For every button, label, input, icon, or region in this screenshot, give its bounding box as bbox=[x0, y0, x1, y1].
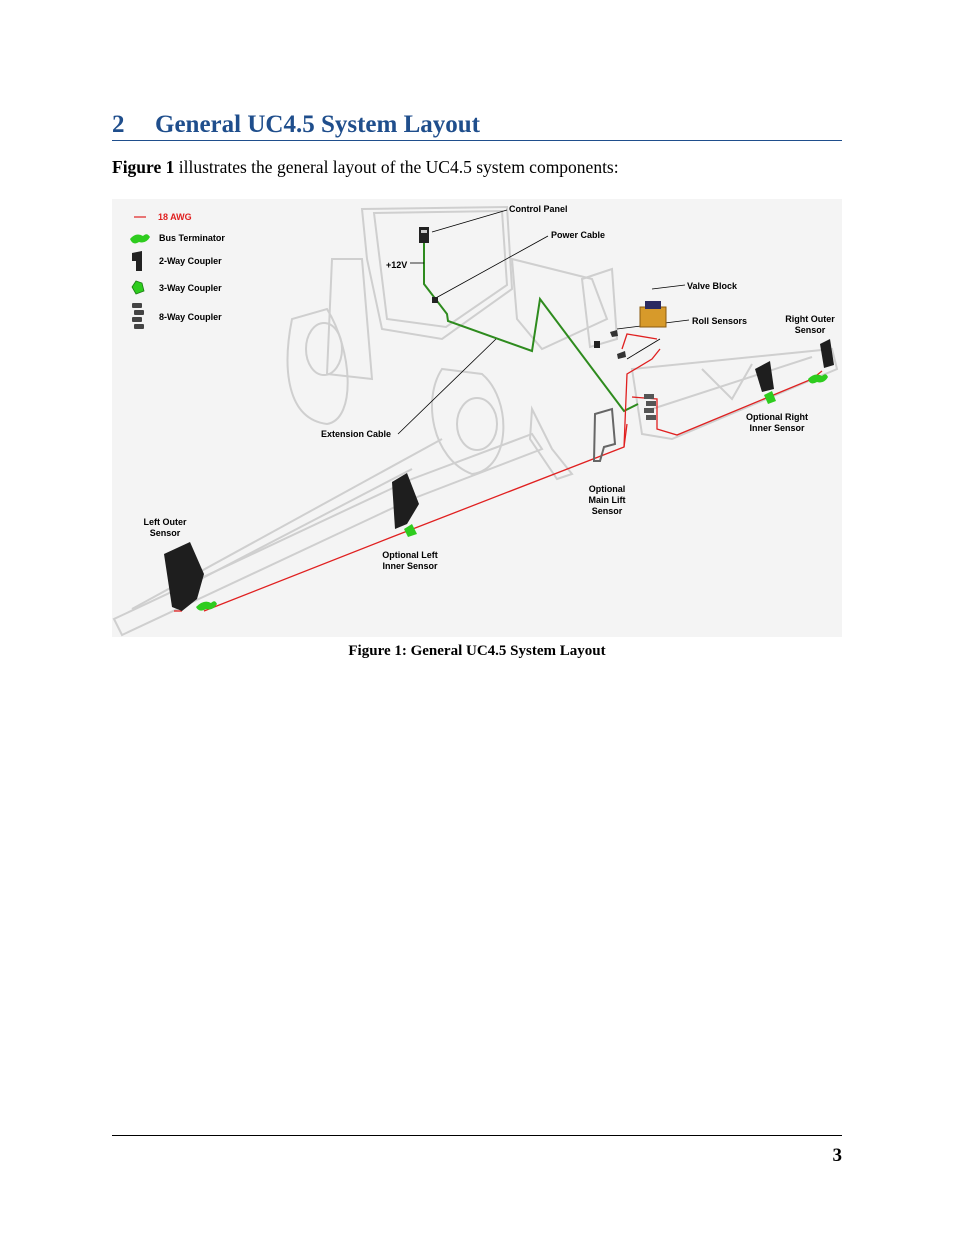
legend-label: 8-Way Coupler bbox=[159, 312, 222, 322]
page-number: 3 bbox=[833, 1145, 843, 1167]
label-right-outer-sensor: Sensor bbox=[795, 325, 826, 335]
legend-label: 3-Way Coupler bbox=[159, 283, 222, 293]
figure-reference[interactable]: Figure 1 bbox=[112, 157, 174, 177]
label-optional-main-lift-sensor: Sensor bbox=[592, 506, 623, 516]
label-optional-left-inner-sensor: Optional Left bbox=[382, 550, 438, 560]
label-control-panel: Control Panel bbox=[509, 204, 568, 214]
label-optional-right-inner-sensor: Inner Sensor bbox=[749, 423, 805, 433]
legend-label: Bus Terminator bbox=[159, 233, 225, 243]
system-layout-figure: 18 AWG Bus Terminator 2-Way Coupler 3-Wa… bbox=[112, 199, 842, 637]
power-cable-connector-icon bbox=[432, 297, 438, 303]
label-left-outer-sensor: Left Outer bbox=[143, 517, 186, 527]
label-optional-right-inner-sensor: Optional Right bbox=[746, 412, 808, 422]
section-heading: 2 General UC4.5 System Layout bbox=[112, 110, 842, 141]
legend-label: 2-Way Coupler bbox=[159, 256, 222, 266]
label-optional-main-lift-sensor: Main Lift bbox=[589, 495, 626, 505]
label-right-outer-sensor: Right Outer bbox=[785, 314, 835, 324]
section-number: 2 bbox=[112, 111, 125, 139]
legend-label: 18 AWG bbox=[158, 212, 192, 222]
footer-divider bbox=[112, 1135, 842, 1136]
intro-text: illustrates the general layout of the UC… bbox=[174, 157, 618, 177]
label-left-outer-sensor: Sensor bbox=[150, 528, 181, 538]
label-power-cable: Power Cable bbox=[551, 230, 605, 240]
system-layout-diagram: 18 AWG Bus Terminator 2-Way Coupler 3-Wa… bbox=[112, 199, 842, 637]
two-way-coupler-icon bbox=[594, 341, 600, 348]
label-optional-main-lift-sensor: Optional bbox=[589, 484, 626, 494]
label-roll-sensors: Roll Sensors bbox=[692, 316, 747, 326]
intro-paragraph: Figure 1 illustrates the general layout … bbox=[112, 157, 619, 178]
section-title: General UC4.5 System Layout bbox=[155, 111, 480, 139]
label-optional-left-inner-sensor: Inner Sensor bbox=[382, 561, 438, 571]
control-panel-icon bbox=[419, 227, 429, 243]
label-plus-12v: +12V bbox=[386, 260, 407, 270]
figure-caption: Figure 1: General UC4.5 System Layout bbox=[0, 643, 954, 660]
label-extension-cable: Extension Cable bbox=[321, 429, 391, 439]
label-valve-block: Valve Block bbox=[687, 281, 738, 291]
